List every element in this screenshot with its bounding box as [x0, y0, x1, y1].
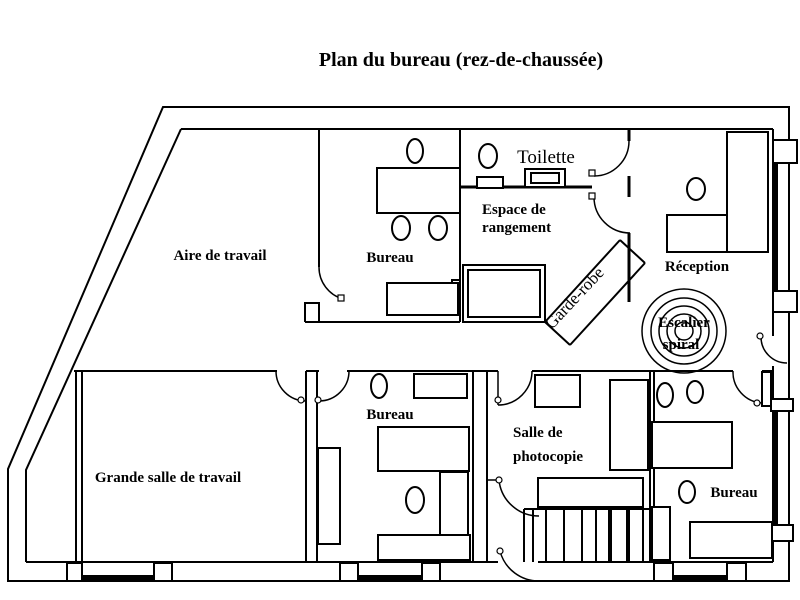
toilet: [530, 172, 560, 184]
label-bureau-bas-droite: Bureau: [710, 485, 757, 501]
door-photocopie-haut: [494, 370, 533, 406]
desk: [651, 421, 733, 469]
sink-counter: [476, 176, 504, 189]
sink: [478, 143, 498, 169]
doors: [275, 140, 788, 582]
label-reception: Réception: [665, 259, 730, 275]
label-escalier-line1: Escalier: [658, 315, 710, 331]
shelf: [651, 506, 671, 561]
door-sortie-bas: [496, 547, 541, 582]
office-chair: [370, 373, 388, 399]
office-chair: [686, 177, 706, 201]
office-chair: [406, 138, 424, 164]
wardrobe-band: [544, 239, 646, 346]
stairs: [523, 508, 650, 562]
table: [537, 477, 644, 508]
door-reception-bureau: [732, 370, 772, 407]
office-chair: [686, 380, 704, 404]
shelf: [439, 471, 469, 538]
label-aire-de-travail: Aire de travail: [173, 248, 266, 264]
office-chair: [678, 480, 696, 504]
desk: [689, 521, 773, 559]
shelf: [317, 447, 341, 545]
copier: [534, 374, 581, 408]
door-reception-exterieur: [756, 332, 788, 364]
window-bottom-right: [653, 562, 747, 582]
desk: [377, 426, 470, 472]
table: [413, 373, 468, 399]
label-grande-salle: Grande salle de travail: [95, 470, 241, 486]
page-title: Plan du bureau (rez-de-chaussée): [319, 49, 603, 71]
furniture-photocopie: [534, 374, 649, 508]
door-double-grande-salle: [275, 370, 350, 404]
desk: [726, 131, 769, 253]
office-chair: [405, 486, 425, 514]
label-espace-rangement-line1: Espace de: [482, 202, 546, 218]
label-toilette: Toilette: [517, 147, 575, 168]
door-photocopie-milieu: [487, 476, 540, 517]
label-garde-robe: Garde-robe: [541, 263, 608, 333]
window-right-upper: [772, 139, 798, 313]
door-espace-rangement: [588, 192, 631, 234]
desk: [666, 214, 728, 253]
office-chair: [656, 382, 674, 408]
furniture-bureau-milieu: [317, 373, 471, 561]
furniture-bureau-haut: [376, 138, 461, 316]
label-bureau-milieu: Bureau: [366, 407, 413, 423]
label-escalier-line2: spiral: [663, 337, 700, 353]
label-espace-rangement-line2: rangement: [482, 220, 551, 236]
windows: [66, 139, 798, 582]
label-photocopie-line2: photocopie: [513, 449, 583, 465]
label-photocopie-line1: Salle de: [513, 425, 563, 441]
spiral-staircase: [641, 288, 727, 374]
window-bottom-left: [66, 562, 173, 582]
door-bureau-haut: [318, 266, 345, 302]
table: [377, 534, 471, 561]
furniture-bureau-bas-droite: [651, 380, 773, 561]
window-bottom-middle: [339, 562, 441, 582]
copier: [609, 379, 649, 471]
label-bureau-haut: Bureau: [366, 250, 413, 266]
furniture-toilette: [476, 143, 566, 189]
desk: [376, 167, 461, 214]
storage-closet: [451, 264, 546, 323]
furniture-reception: [666, 131, 769, 253]
office-chair: [428, 215, 448, 241]
door-toilette: [588, 140, 630, 177]
office-chair: [391, 215, 411, 241]
table: [386, 282, 459, 316]
